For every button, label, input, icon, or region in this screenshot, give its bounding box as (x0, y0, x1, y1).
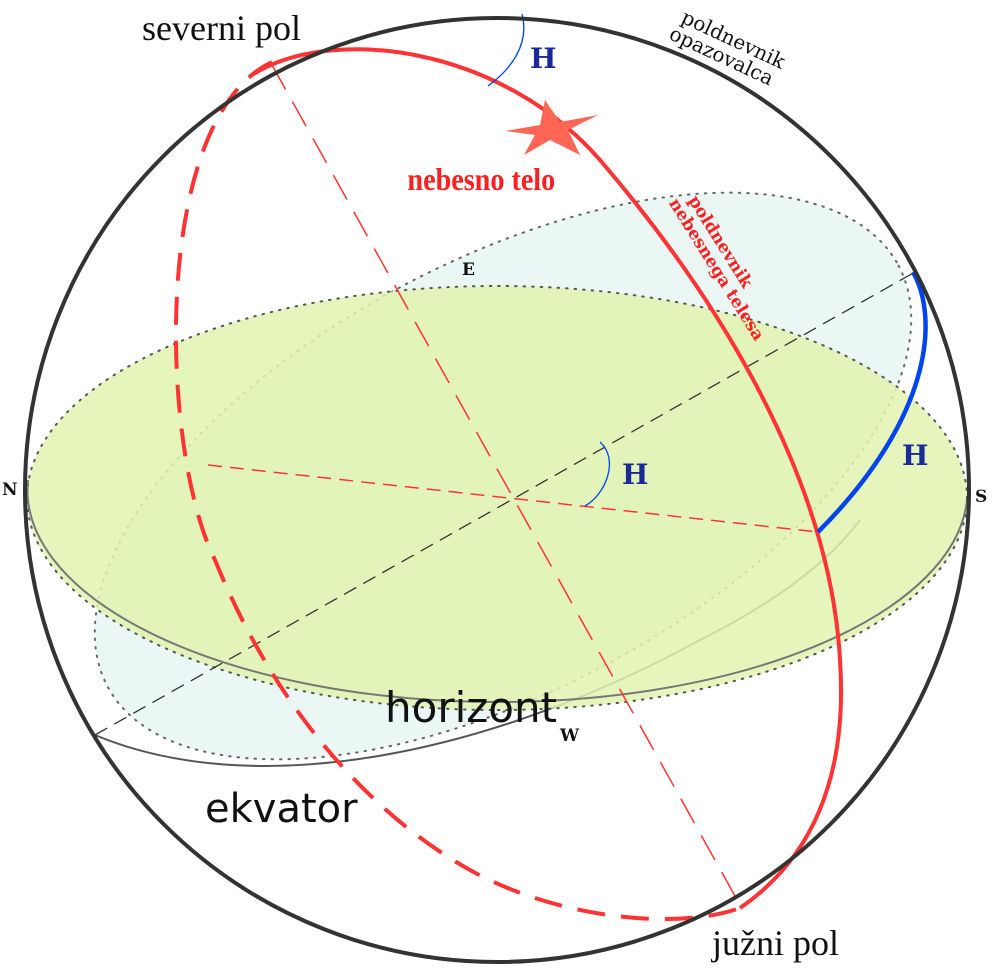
hour-angle-label-top: H (530, 42, 556, 75)
equator-label: ekvator (205, 786, 358, 832)
horizon-plane (26, 285, 968, 711)
hour-angle-arc-center (584, 441, 611, 507)
hour-angle-label-center: H (622, 458, 648, 491)
north-direction-label: N (2, 480, 18, 500)
horizon-label: horizont (385, 683, 557, 732)
hour-angle-arc-right (816, 270, 928, 534)
body-meridian-back (173, 60, 741, 921)
north-pole-label: severni pol (142, 8, 301, 48)
hour-angle-arc-top (487, 13, 525, 87)
south-pole-label: južni pol (710, 923, 839, 963)
hour-angle-label-right: H (902, 439, 928, 472)
body-meridian-diameter (207, 464, 819, 533)
celestial-body-label: nebesno telo (407, 161, 555, 197)
south-direction-label: S (975, 487, 987, 507)
axis-line (94, 271, 916, 736)
horizon-front-rim (26, 479, 968, 704)
celestial-body-star-icon (505, 100, 598, 155)
polar-axis (271, 64, 741, 906)
west-direction-label: W (559, 726, 580, 746)
body-meridian-front (250, 47, 843, 910)
celestial-sphere-outline (23, 16, 971, 964)
east-direction-label: E (462, 260, 475, 280)
